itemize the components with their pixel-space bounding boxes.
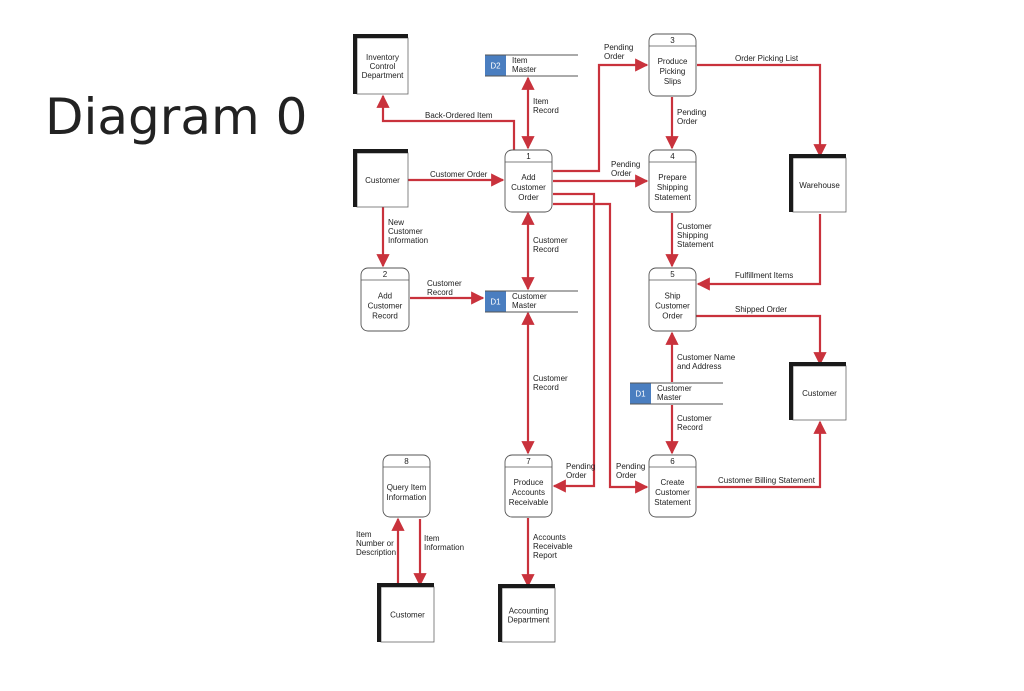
flow-label-order-picking: Order Picking List bbox=[735, 54, 799, 63]
flow-label-fulfillment: Fulfillment Items bbox=[735, 271, 793, 280]
process-number: 6 bbox=[670, 457, 675, 466]
entity-customer-right: Customer bbox=[789, 362, 847, 421]
flow-fulfillment bbox=[696, 214, 822, 291]
data-store-id: D1 bbox=[635, 390, 646, 399]
entity-customer-top: Customer bbox=[353, 149, 409, 208]
flow-label-customer-order: Customer Order bbox=[430, 170, 488, 179]
slide-title: Diagram 0 bbox=[45, 88, 308, 146]
flow-shipped-order bbox=[696, 314, 827, 366]
entity-label: Customer bbox=[390, 611, 425, 620]
flow-pending-to3 bbox=[553, 58, 649, 173]
entity-label: Warehouse bbox=[799, 181, 840, 190]
flow-order-picking bbox=[697, 63, 827, 158]
process-number: 8 bbox=[404, 457, 409, 466]
process-number: 4 bbox=[670, 152, 675, 161]
flow-pending-to6 bbox=[553, 202, 649, 494]
flow-label-shipped-order: Shipped Order bbox=[735, 305, 787, 314]
process-number: 3 bbox=[670, 36, 675, 45]
entity-warehouse: Warehouse bbox=[789, 154, 847, 213]
entity-label: Customer bbox=[802, 389, 837, 398]
flow-billing bbox=[697, 420, 827, 489]
process-number: 1 bbox=[526, 152, 531, 161]
flow-label-billing: Customer Billing Statement bbox=[718, 476, 816, 485]
flows-layer bbox=[376, 58, 827, 588]
flow-label-back-ordered: Back-Ordered Item bbox=[425, 111, 493, 120]
flow-pending-to7 bbox=[552, 192, 596, 493]
data-store-id: D1 bbox=[490, 298, 501, 307]
process-number: 5 bbox=[670, 270, 675, 279]
process-number: 2 bbox=[383, 270, 388, 279]
data-store-id: D2 bbox=[490, 62, 501, 71]
process-number: 7 bbox=[526, 457, 531, 466]
entity-customer-bottom: Customer bbox=[377, 583, 435, 643]
entity-label: Customer bbox=[365, 176, 400, 185]
flow-back-ordered bbox=[376, 94, 516, 150]
